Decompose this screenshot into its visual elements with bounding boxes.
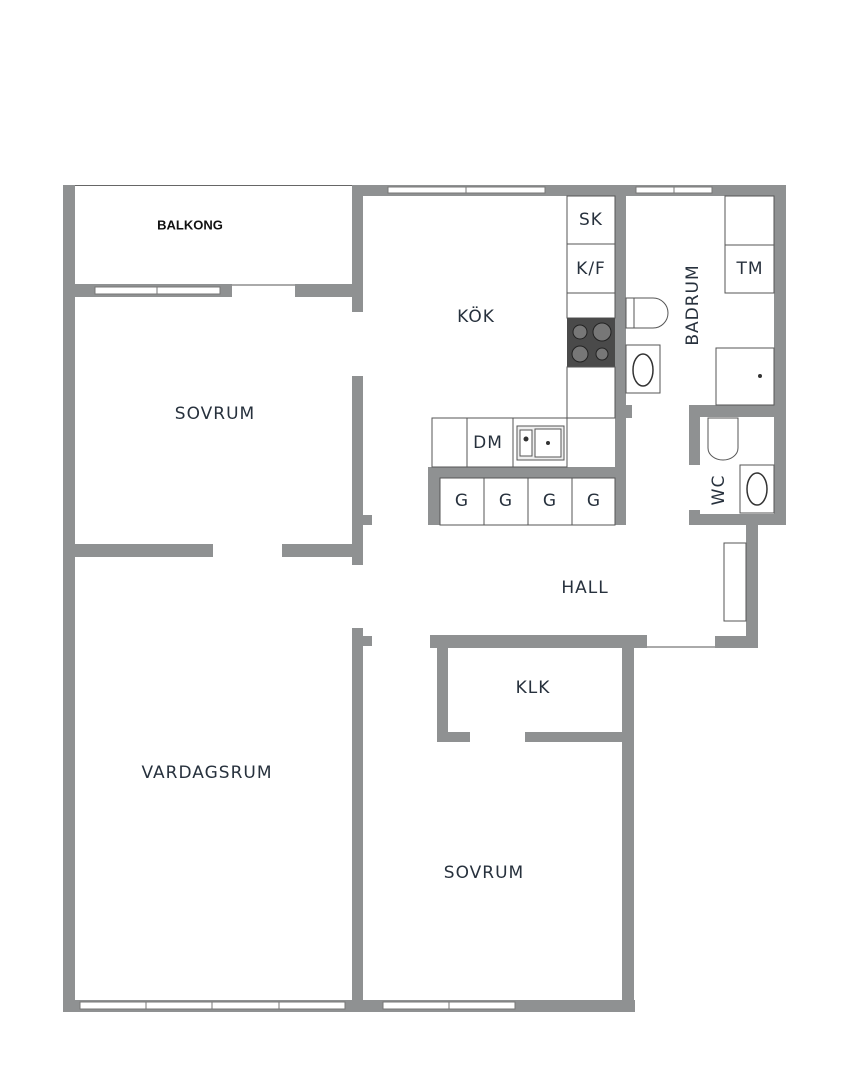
room-label-sovrum-2: SOVRUM <box>444 863 524 883</box>
toilet-icon <box>707 417 739 461</box>
shower-icon <box>715 347 775 406</box>
room-label-klk: KLK <box>516 678 551 698</box>
fixture-label-g: G <box>455 491 469 511</box>
fixture-label-kf: K/F <box>576 259 606 279</box>
fixture-label-g: G <box>587 491 601 511</box>
fixture-label-sk: SK <box>579 210 603 230</box>
room-label-kok: KÖK <box>457 305 495 327</box>
room-label-vardagsrum: VARDAGSRUM <box>142 763 273 783</box>
room-label-sovrum: SOVRUM <box>175 404 255 424</box>
fixture-label-dm: DM <box>473 433 503 453</box>
bathroom-fixtures <box>625 195 775 622</box>
room-label-balkong: BALKONG <box>157 217 223 232</box>
fixture-label-g: G <box>543 491 557 511</box>
room-label-hall: HALL <box>561 578 608 598</box>
walls <box>63 185 786 1012</box>
toilet-icon <box>625 297 669 329</box>
fixture-label-g: G <box>499 491 513 511</box>
kitchen-fixtures <box>431 195 616 526</box>
room-label-wc: WC <box>709 475 729 506</box>
room-label-badrum: BADRUM <box>683 264 703 345</box>
fixture-label-tm: TM <box>735 259 763 279</box>
room-labels: BALKONG SOVRUM KÖK BADRUM WC HALL KLK VA… <box>142 210 763 883</box>
windows <box>79 186 713 1010</box>
